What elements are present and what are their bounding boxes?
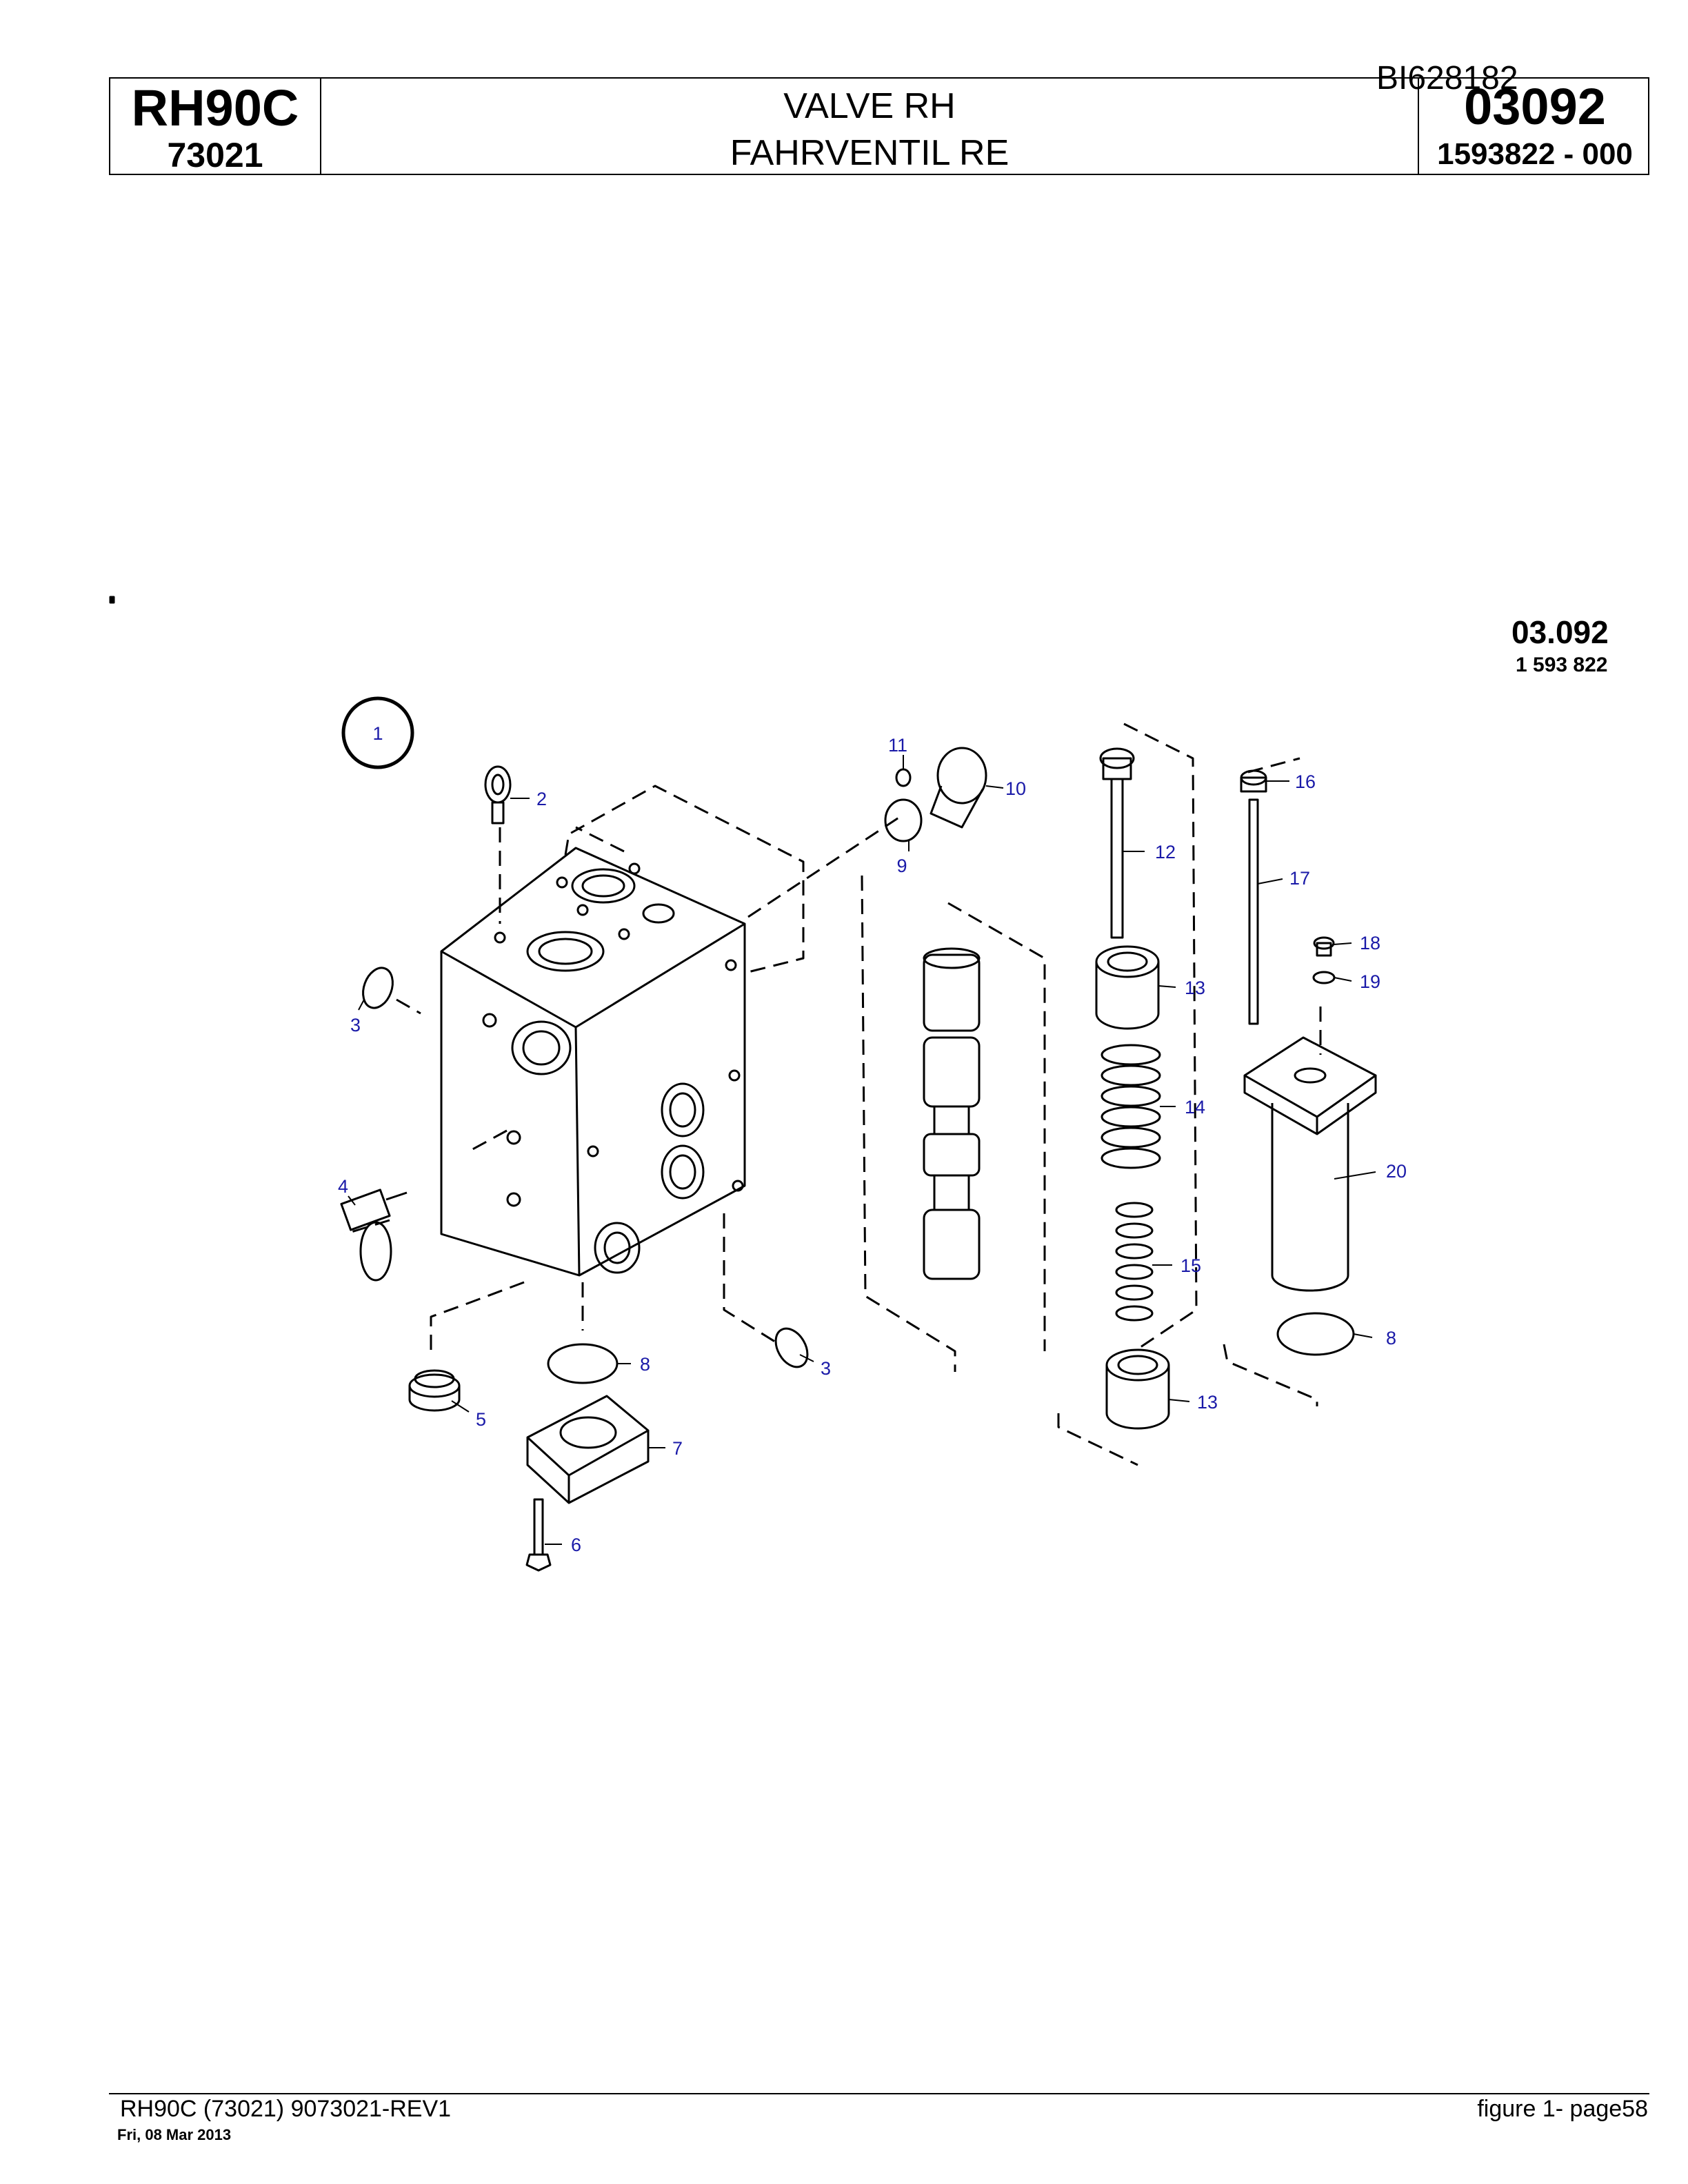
- item-11-ball: [895, 768, 912, 787]
- item-18-screw: [1313, 936, 1335, 957]
- callout-15: 15: [1180, 1255, 1201, 1276]
- item-2-eye-bolt: [484, 765, 512, 825]
- serial-number: 73021: [167, 136, 263, 174]
- callout-labels: 1 2 3 3 4 5 6 7 8 8 9 10 11 12 13 13 14 …: [338, 723, 1407, 1555]
- callout-3b: 3: [821, 1358, 831, 1379]
- item-14-spring: [1101, 1044, 1161, 1169]
- item-8-o-ring: [547, 1343, 619, 1384]
- callout-16: 16: [1295, 771, 1316, 792]
- callout-9: 9: [896, 856, 907, 876]
- callout-6: 6: [571, 1535, 581, 1555]
- item-13-seat-top: [1095, 945, 1160, 1030]
- part-number: 1593822 - 000: [1437, 137, 1633, 171]
- item-13-seat-bottom: [1105, 1348, 1170, 1430]
- item-3-o-ring-b: [774, 1327, 809, 1368]
- leader-lines: [348, 755, 1376, 1545]
- footer-page-label: figure 1- page58: [1477, 2096, 1648, 2122]
- header-box: RH90C 73021 VALVE RH FAHRVENTIL RE 03092…: [109, 77, 1649, 175]
- title-german: FAHRVENTIL RE: [730, 133, 1009, 173]
- callout-7: 7: [672, 1438, 683, 1459]
- item-15-spring: [1115, 1202, 1154, 1322]
- model-cell: RH90C 73021: [110, 79, 321, 174]
- callout-1: 1: [372, 723, 383, 744]
- item-20-cover: [1243, 1036, 1377, 1292]
- callout-14: 14: [1185, 1097, 1205, 1118]
- footer-document-id: RH90C (73021) 9073021-REV1: [120, 2096, 452, 2122]
- item-6-bolt: [525, 1498, 552, 1572]
- document-reference: BI628182: [1376, 60, 1518, 97]
- callout-5: 5: [476, 1409, 486, 1430]
- model-name: RH90C: [131, 79, 299, 136]
- callout-8: 8: [640, 1354, 650, 1375]
- section-number: 03092: [1464, 78, 1606, 135]
- spool: [923, 947, 981, 1280]
- callout-10: 10: [1005, 778, 1026, 799]
- footer-date: Fri, 08 Mar 2013: [117, 2126, 232, 2143]
- figure-part-number: 1 593 822: [1516, 654, 1608, 676]
- item-3-o-ring: [362, 967, 394, 1009]
- item-5-plug: [408, 1369, 461, 1412]
- callout-2: 2: [536, 789, 547, 809]
- item-16-nut: [1240, 769, 1267, 793]
- item-10-cap: [930, 747, 987, 829]
- callout-17: 17: [1289, 868, 1310, 889]
- figure-code: 03.092: [1511, 614, 1609, 650]
- item-9-seal: [884, 798, 923, 842]
- callout-4: 4: [338, 1176, 348, 1197]
- item-19-washer: [1312, 971, 1336, 984]
- scan-mark: [109, 596, 115, 604]
- item-7-flange: [526, 1395, 650, 1504]
- assembly-lines: [344, 722, 1322, 1466]
- callout-13: 13: [1185, 978, 1205, 998]
- item-8-o-ring-b: [1276, 1312, 1355, 1356]
- item-1-circle: [341, 696, 414, 769]
- title-english: VALVE RH: [783, 86, 956, 126]
- item-12-bolt: [1099, 747, 1135, 939]
- callout-13b: 13: [1197, 1392, 1218, 1413]
- valve-block: [440, 847, 746, 1277]
- footer-divider: [109, 2093, 1649, 2094]
- item-4-sensor: [340, 1189, 408, 1282]
- callout-20: 20: [1386, 1161, 1407, 1182]
- callout-3: 3: [350, 1015, 361, 1035]
- callout-19: 19: [1360, 971, 1380, 992]
- section-cell: 03092 1593822 - 000: [1418, 79, 1651, 174]
- callout-12: 12: [1155, 842, 1176, 862]
- item-17-stud: [1248, 798, 1259, 1025]
- callout-8b: 8: [1386, 1328, 1396, 1348]
- callout-11: 11: [888, 735, 907, 756]
- callout-18: 18: [1360, 933, 1380, 953]
- title-cell: VALVE RH FAHRVENTIL RE: [321, 79, 1418, 174]
